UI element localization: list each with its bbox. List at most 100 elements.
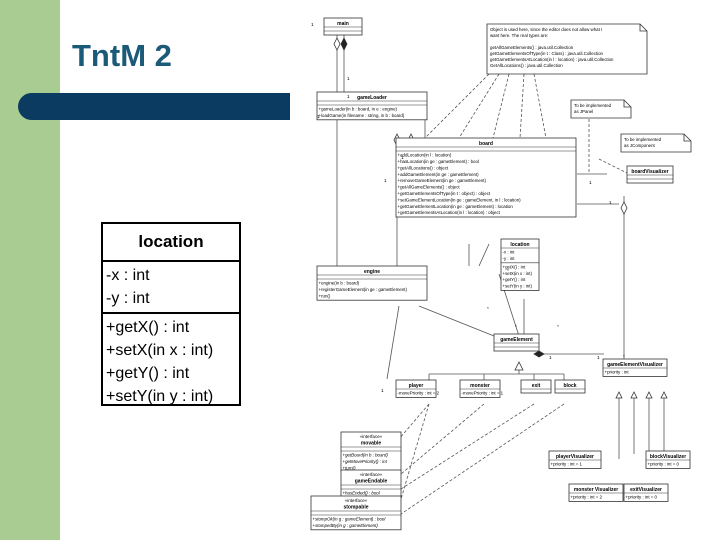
note-anchor — [448, 73, 500, 155]
player-member: -movePriority : int = 2 — [398, 391, 440, 396]
blockvisualizer-class: blockVisualizer+priority : int = 0 — [645, 450, 691, 469]
note-jcomponent-text: as JComponent — [624, 143, 656, 148]
playervisualizer-class: playerVisualizer+priority : int = 1 — [548, 450, 602, 469]
multiplicity-label: 1 — [347, 94, 350, 100]
operation: +getY() : int — [106, 365, 190, 382]
location-member: +getX() : int — [503, 264, 527, 269]
gameendable-member: +hasEnded() : bool — [343, 491, 381, 496]
monstervisualizer-member: +priority : int = 2 — [571, 495, 603, 500]
uml-class-diagram: Object is used here, since the editor do… — [310, 17, 692, 531]
realization-player-movable — [398, 403, 430, 440]
playervisualizer-member: +priority : int = 1 — [551, 462, 583, 467]
engine-member: +run() — [319, 293, 331, 298]
note-jcomponent-shape — [620, 133, 692, 153]
movable-stereotype: «interface» — [360, 434, 383, 439]
location-box — [500, 238, 540, 291]
note-object-text: getGameElementsOfType(in t : Class) : ja… — [490, 51, 604, 56]
gameendable-class: «interface»gameEndable+hasEnded() : bool — [340, 469, 402, 498]
location-member: -y : int — [503, 256, 516, 261]
note-object-text: getAllGameElements() : java.util.Collect… — [490, 45, 574, 50]
attribute: -y : int — [106, 290, 150, 307]
gameelementvisualizer-member: +priority : int — [605, 370, 630, 375]
note-jcomponent-text: To be implemented — [624, 137, 662, 142]
location-name: location — [510, 242, 529, 248]
engine-box — [316, 265, 428, 301]
movable-member: +turn() — [343, 465, 357, 470]
board-class: board+addLocation(in l : location)+hasLo… — [395, 137, 577, 218]
gameendable-stereotype: «interface» — [360, 472, 383, 477]
stompable-name: stompable — [343, 505, 368, 511]
note-object-fold — [639, 24, 647, 32]
board-member: +getAllGameElements() : object — [398, 185, 461, 190]
gameelement-class: gameElement — [493, 333, 540, 352]
location-class: location-x : int-y : int+getX() : int+se… — [500, 238, 540, 291]
player-name: player — [409, 383, 424, 389]
multiplicity-label: 1 — [549, 355, 552, 361]
location-class-name: location — [103, 224, 239, 262]
note-object-text: Object is used here, since the editor do… — [490, 27, 602, 32]
block-name: block — [563, 383, 576, 389]
inheritance-arrow — [514, 361, 524, 371]
movable-member: +getMovePriority() : int — [343, 459, 388, 464]
board-member: +addGameElement(in ge : gameElement) — [398, 172, 480, 177]
stompable-class: «interface»stompable+stompOk(in g : game… — [310, 495, 402, 531]
engine-member: +registerGameElement(in ge : gameElement… — [319, 287, 408, 292]
realization-monster-movable — [400, 403, 485, 475]
multiplicity-label: 1 — [317, 114, 320, 120]
exit-class: exit — [520, 379, 552, 394]
operation: +setX(in x : int) — [106, 342, 214, 359]
monster-name: monster — [470, 383, 490, 389]
gameloader-name: gameLoader — [357, 95, 387, 101]
inheritance-arrow — [615, 391, 623, 399]
slide-title: TntM 2 — [72, 38, 172, 73]
note-object-shape — [486, 23, 648, 75]
association-engine-player — [386, 305, 400, 380]
gameloader-member: +gameLoader(in b : board, in e : engine) — [319, 107, 398, 112]
note-jpanel-fold — [623, 100, 631, 108]
multiplicity-label: 1 — [589, 180, 592, 186]
realization-block-stompable — [400, 403, 565, 515]
location-class-operations: +getX() : int +setX(in x : int) +getY() … — [103, 314, 239, 410]
inheritance-arrow — [630, 391, 638, 399]
board-member: +getAllLocations() : object — [398, 165, 449, 170]
note-object-text: want here. The real types are: — [490, 33, 548, 38]
note-anchor — [408, 73, 490, 155]
note-jpanel-text: as JPanel — [574, 109, 593, 114]
note-anchor — [598, 158, 630, 175]
gameelementvisualizer-class: gameElementVisualizer+priority : int — [602, 358, 668, 377]
note-anchor — [488, 73, 510, 155]
composition-diamond — [533, 350, 545, 358]
board-member: +getGameElementLocation(in ge : gameElem… — [398, 204, 514, 209]
association-engine-gameelement — [418, 305, 495, 337]
composition-diamond — [340, 37, 348, 51]
gameelement-name: gameElement — [500, 337, 533, 343]
realization-player-stompable — [400, 403, 430, 500]
note-jcomponent-fold — [683, 134, 691, 142]
association-board-engine — [478, 243, 490, 267]
inheritance-arrow — [645, 391, 653, 399]
note-object-text: getGameElementsAtLocation(in l : locatio… — [490, 57, 614, 62]
stompable-stereotype: «interface» — [345, 498, 368, 503]
monstervisualizer-class: monster Visualizer+priority : int = 2 — [568, 483, 624, 502]
block-box — [554, 379, 586, 394]
note-object-text: GetAllLocations() : java.util.Collection — [490, 63, 563, 68]
movable-box — [340, 431, 402, 473]
exitvisualizer-name: exitVisualizer — [630, 487, 662, 493]
location-member: +setX(in x : int) — [503, 271, 533, 276]
multiplicity-label: 1 — [597, 355, 600, 361]
boardvisualizer-class: boardVisualizer — [626, 165, 674, 184]
note-jpanel-text: To be implemented — [574, 103, 612, 108]
operation: +getX() : int — [106, 319, 190, 336]
engine-class: engine+engine(in b : board)+registerGame… — [316, 265, 428, 301]
boardvisualizer-name: boardVisualizer — [631, 169, 668, 175]
multiplicity-label: * — [515, 324, 517, 330]
attribute: -x : int — [106, 267, 150, 284]
player-class: player -movePriority : int = 2 — [395, 379, 440, 398]
multiplicity-label: 1 — [311, 22, 314, 28]
main-class: main — [323, 17, 363, 36]
multiplicity-label: * — [487, 306, 489, 312]
stompable-member: +stompedBy(in g : gameElement) — [313, 523, 379, 528]
gameloader-member: +loadGame(in filename : string, in b : b… — [319, 113, 405, 118]
slide-sidebar — [0, 0, 60, 540]
